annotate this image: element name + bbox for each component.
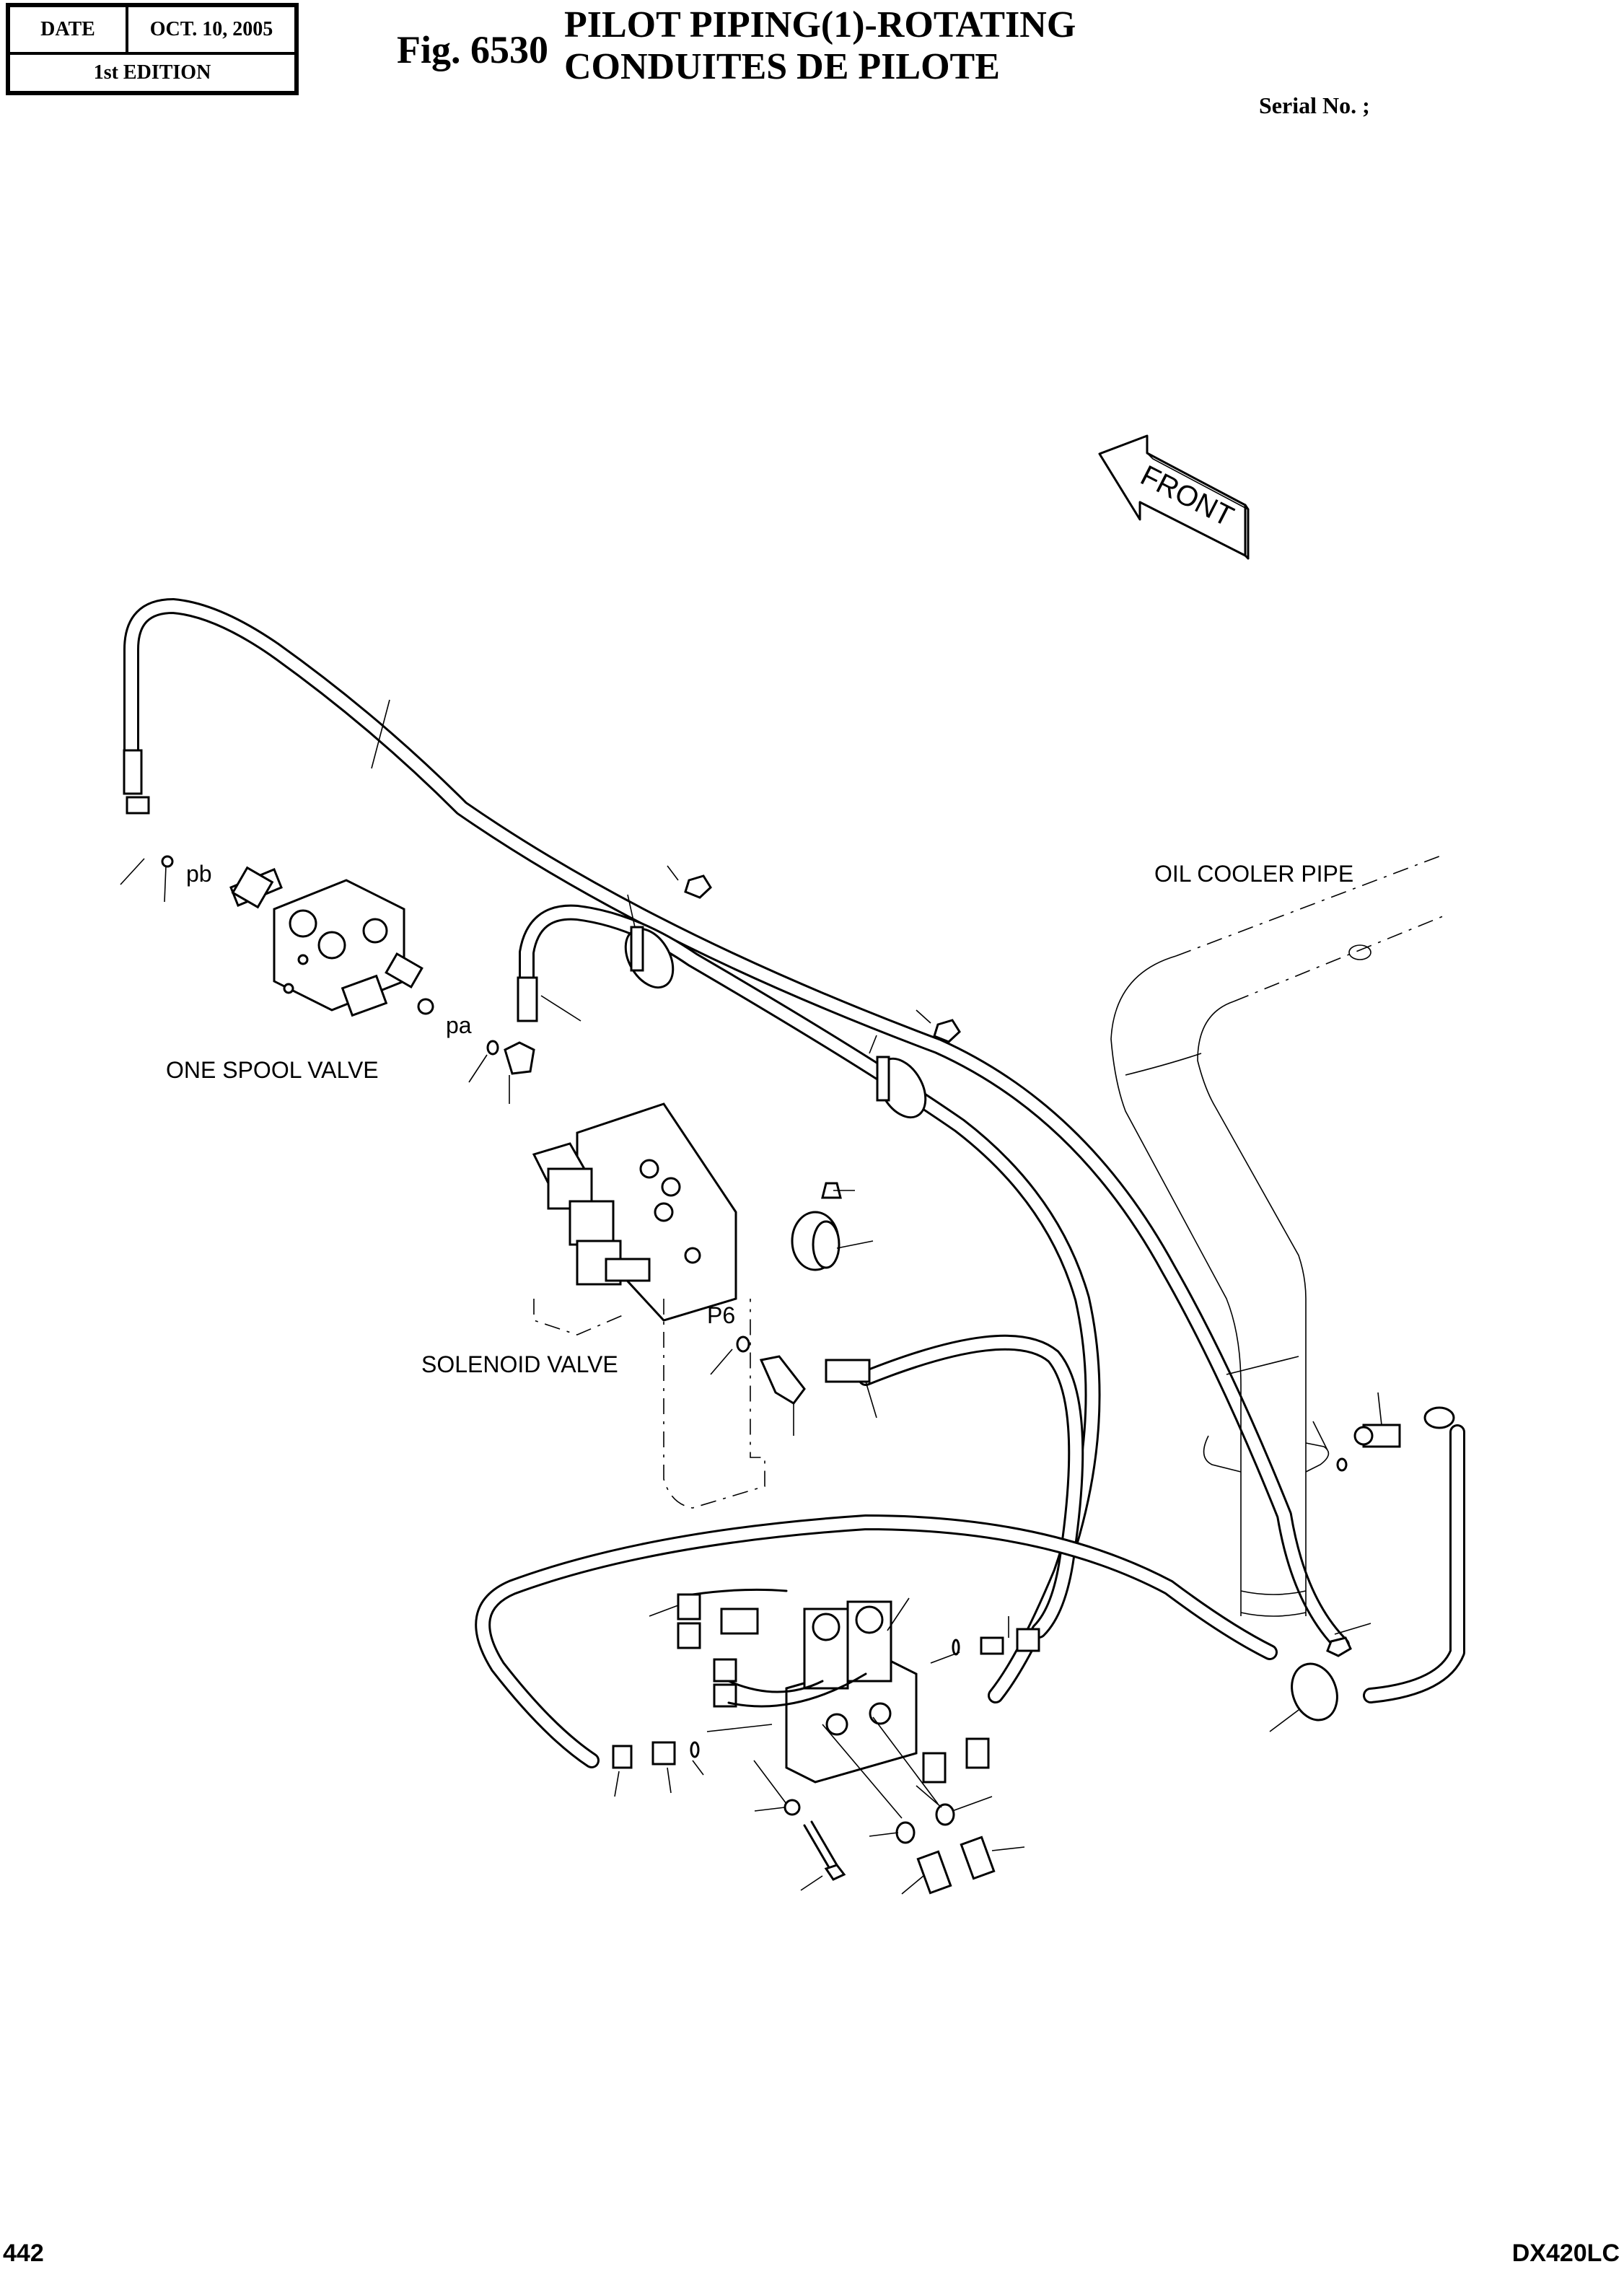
label-one-spool-valve: ONE SPOOL VALVE [166, 1057, 379, 1083]
front-arrow-label: FRONT [1136, 460, 1239, 533]
serial-number-label: Serial No. ; [1259, 92, 1370, 118]
page-number: 442 [3, 2240, 44, 2267]
elbow-fitting-p6 [736, 1335, 871, 1405]
one-spool-valve [229, 866, 434, 1017]
solenoid-bracket [533, 1299, 765, 1509]
test-port-fittings [895, 1737, 996, 1895]
date-value: OCT. 10, 2005 [149, 18, 273, 40]
oil-cooler-pipe [1110, 854, 1444, 1617]
figure-number: Fig. 6530 [397, 28, 548, 71]
pilot-hose-solenoid [858, 1334, 1084, 1639]
adapter-fitting-lower-right [952, 1628, 1040, 1656]
page-title-english: PILOT PIPING(1)-ROTATING [564, 4, 1076, 45]
port-label-p6: P6 [707, 1302, 735, 1328]
page-title-french: CONDUITES DE PILOTE [564, 46, 1000, 87]
hose-clamp-1 [624, 926, 675, 989]
edition-label: 1st EDITION [93, 61, 211, 84]
revision-date-row: DATE OCT. 10, 2005 [10, 7, 294, 55]
proportional-solenoid-valve [785, 1600, 918, 1784]
elbow-fitting-pa [486, 976, 538, 1075]
solenoid-valve-block [532, 1102, 737, 1322]
leader-lines [120, 699, 1382, 1895]
date-label: DATE [10, 7, 128, 52]
adapter-fitting-right [1336, 1406, 1455, 1472]
elbow-fitting-pb [123, 749, 174, 868]
pilot-hose-secondary [519, 904, 1101, 1703]
port-label-pa: pa [446, 1012, 472, 1038]
front-arrow-icon: FRONT [1098, 434, 1250, 560]
clamp-bolt-3 [1326, 1636, 1352, 1657]
adapter-fitting-lower-left [612, 1741, 700, 1769]
pilot-hose-loop-lower [475, 1514, 1278, 1768]
hose-clamp-3 [1291, 1662, 1338, 1721]
clamp-bolt-1 [684, 874, 712, 899]
wiring-connectors [677, 1588, 867, 1708]
model-number: DX420LC [1511, 2240, 1620, 2267]
pilot-hose-right [1363, 1424, 1465, 1703]
label-solenoid-valve: SOLENOID VALVE [421, 1351, 618, 1377]
port-label-pb: pb [186, 861, 212, 887]
revision-box: DATE OCT. 10, 2005 1st EDITION [6, 3, 299, 95]
label-oil-cooler-pipe: OIL COOLER PIPE [1154, 861, 1353, 887]
plug-cap [791, 1182, 842, 1271]
pilot-hose-main [123, 598, 1350, 1653]
clamp-bolt-2 [933, 1019, 961, 1043]
bolt [784, 1799, 846, 1881]
hose-clamp-2 [876, 1056, 927, 1119]
